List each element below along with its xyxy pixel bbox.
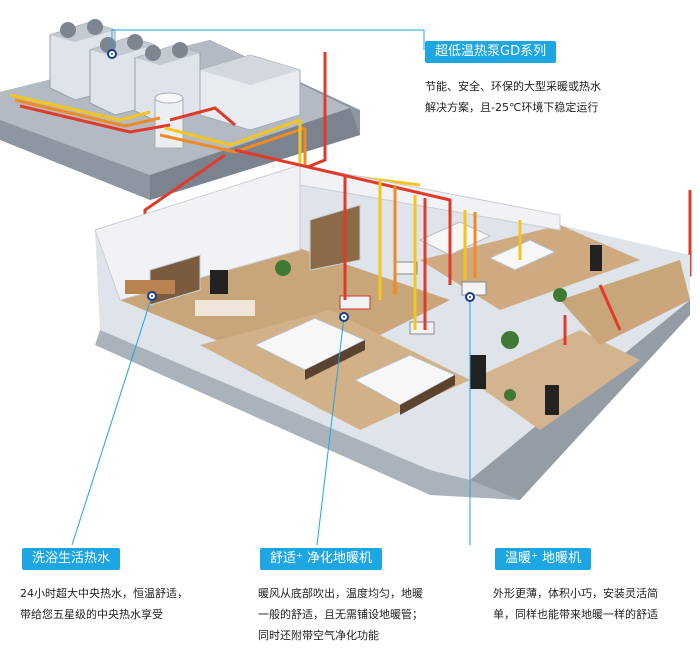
floor-heater-text-line-2: 单，同样也能带来地暖一样的舒适 xyxy=(493,608,658,621)
heat-pump-callout-text: 节能、安全、环保的大型采暖或热水 解决方案，且-25℃环境下稳定运行 xyxy=(425,76,601,118)
floor-heater-text-line-1: 外形更薄，体积小巧，安装灵活简 xyxy=(493,587,658,600)
heat-pump-text-line-2: 解决方案，且-25℃环境下稳定运行 xyxy=(425,101,599,114)
purifier-text-line-3: 同时还附带空气净化功能 xyxy=(258,629,379,642)
bath-hot-water-marker[interactable] xyxy=(147,291,157,301)
purifying-floor-heater-callout-text: 暖风从底部吹出，温度均匀，地暖 一般的舒适，且无需铺设地暖管； 同时还附带空气净… xyxy=(258,583,423,646)
bath-text-line-2: 带给您五星级的中央热水享受 xyxy=(20,608,163,621)
floor-heater-marker[interactable] xyxy=(465,292,475,302)
bath-hot-water-callout-text: 24小时超大中央热水，恒温舒适， 带给您五星级的中央热水享受 xyxy=(20,583,188,625)
floor-heater-callout-text: 外形更薄，体积小巧，安装灵活简 单，同样也能带来地暖一样的舒适 xyxy=(493,583,658,625)
floor-heater-units xyxy=(339,261,487,335)
beds xyxy=(253,221,557,415)
bath-text-line-1: 24小时超大中央热水，恒温舒适， xyxy=(20,587,188,600)
heat-pump-marker[interactable] xyxy=(107,49,117,59)
roof-pipes xyxy=(9,93,306,154)
purifying-floor-heater-marker[interactable] xyxy=(339,312,349,322)
purifier-text-line-2: 一般的舒适，且无需铺设地暖管； xyxy=(258,608,423,621)
callout-leaders xyxy=(71,29,471,546)
bath-hot-water-callout-label: 洗浴生活热水 xyxy=(22,548,121,570)
floor-heater-callout-label: 温暖⁺ 地暖机 xyxy=(495,548,591,570)
interior-pipes xyxy=(234,148,622,345)
heat-pump-text-line-1: 节能、安全、环保的大型采暖或热水 xyxy=(425,80,601,93)
purifier-text-line-1: 暖风从底部吹出，温度均匀，地暖 xyxy=(258,587,423,600)
heat-pump-units xyxy=(49,19,301,149)
purifying-floor-heater-callout-label: 舒适⁺ 净化地暖机 xyxy=(260,548,382,570)
furniture xyxy=(125,245,602,415)
heat-pump-callout-label: 超低温热泵GD系列 xyxy=(425,41,557,63)
